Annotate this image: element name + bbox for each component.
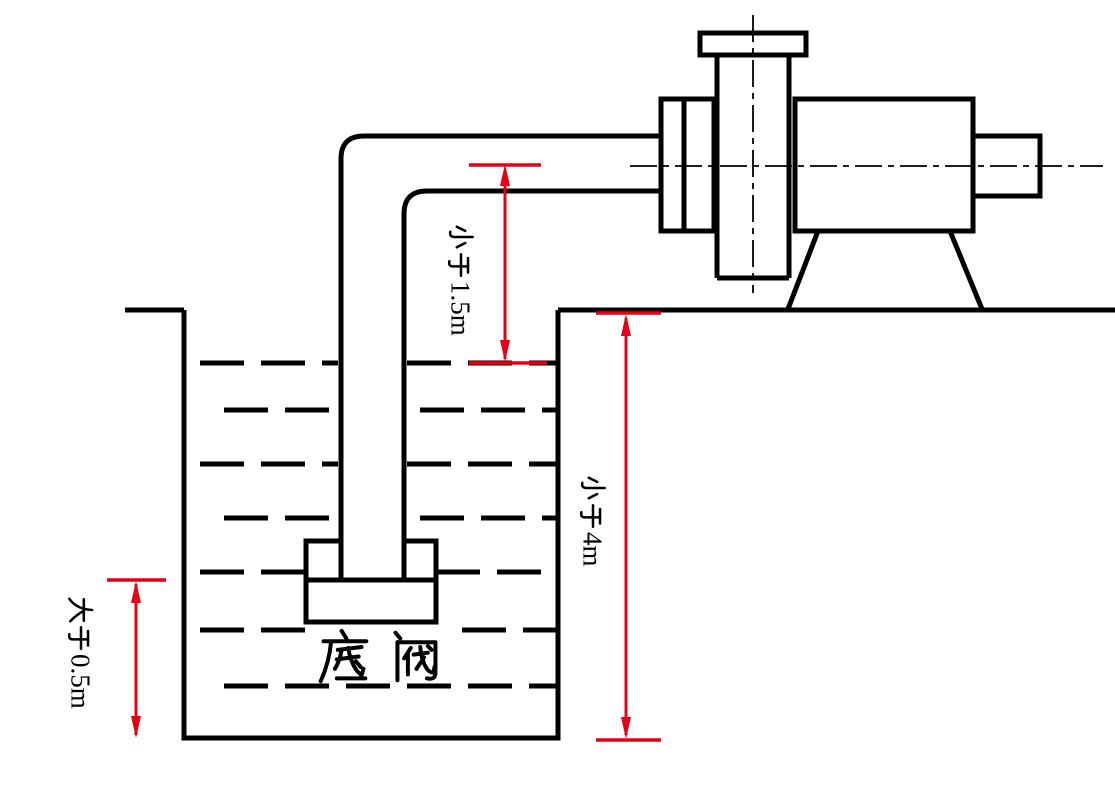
- dimension-0p5m: 0.5m 大于0.5m: [66, 578, 166, 738]
- dimension-4m: 4m 小于4m: [578, 311, 661, 742]
- motor-body: [792, 96, 976, 234]
- suction-flange-outer: [658, 96, 687, 234]
- dimension-1p5m: 1.5m 小于1.5m: [446, 163, 547, 365]
- dim3-label: 0.5m 大于0.5m: [66, 597, 96, 709]
- dim1-arrowhead-down-icon: [500, 340, 510, 362]
- dim3-arrowhead-up-icon: [131, 581, 141, 603]
- stand-left-leg: [785, 230, 821, 310]
- stand-right-leg: [947, 230, 985, 310]
- dim2-arrowhead-up-icon: [621, 314, 631, 336]
- motor-shaft-end: [970, 133, 1043, 199]
- dim2-label: 4m 小于4m: [578, 476, 608, 567]
- dim1-label: 1.5m 小于1.5m: [446, 225, 476, 336]
- foot-valve-body: [303, 538, 439, 625]
- dim1-arrowhead-up-icon: [500, 164, 510, 186]
- suction-pipe-outer-wall: [338, 133, 661, 580]
- dim2-value-text: 4m: [578, 532, 608, 567]
- suction-flange-inner: [681, 96, 717, 234]
- suction-pipe-inner-wall: [401, 188, 661, 580]
- foot-valve: [303, 538, 439, 625]
- pump-unit: [630, 15, 1103, 310]
- suction-pipe: [338, 133, 661, 580]
- water-tank-walls: [181, 310, 561, 741]
- discharge-flange: [697, 30, 809, 58]
- dim2-arrowhead-down-icon: [621, 717, 631, 739]
- dim1-value-text: 1.5m: [446, 281, 476, 336]
- foot-valve-label: 底阀: [318, 628, 438, 684]
- dim3-value-text: 0.5m: [66, 654, 96, 709]
- dim3-arrowhead-down-icon: [131, 716, 141, 738]
